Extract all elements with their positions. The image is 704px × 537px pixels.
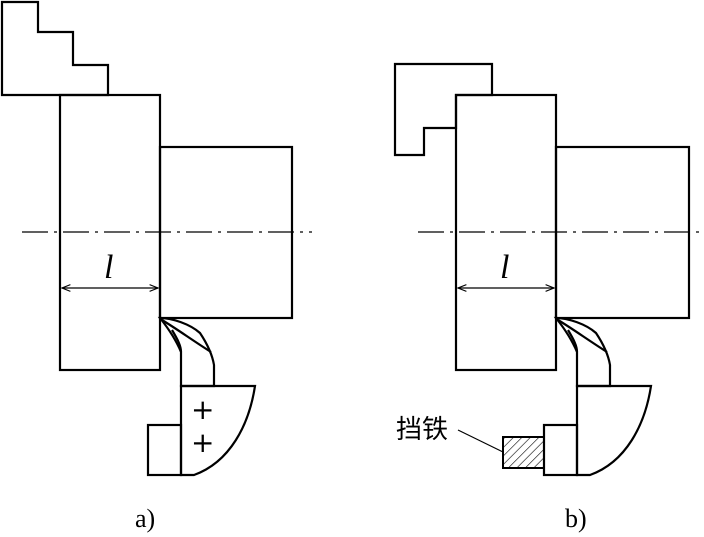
dimension-label-a: l <box>104 249 113 286</box>
plus-mark-a-1: + <box>191 393 214 426</box>
caption-a: a) <box>135 504 155 533</box>
stop-block <box>502 436 545 469</box>
stop-label: 挡铁 <box>396 415 448 445</box>
dimension-label-b: l <box>500 249 509 286</box>
stop-leader-line <box>457 429 504 453</box>
cutting-tool-a: + + <box>146 316 257 477</box>
cutting-tool-b <box>542 316 653 477</box>
chuck-jaw-b <box>393 62 494 157</box>
figure-a: l + + a) <box>0 0 312 533</box>
chuck-jaw-a <box>0 0 110 97</box>
plus-mark-a-2: + <box>191 426 214 459</box>
caption-b: b) <box>565 504 587 533</box>
figure-b: l 挡铁 b) <box>393 62 704 533</box>
